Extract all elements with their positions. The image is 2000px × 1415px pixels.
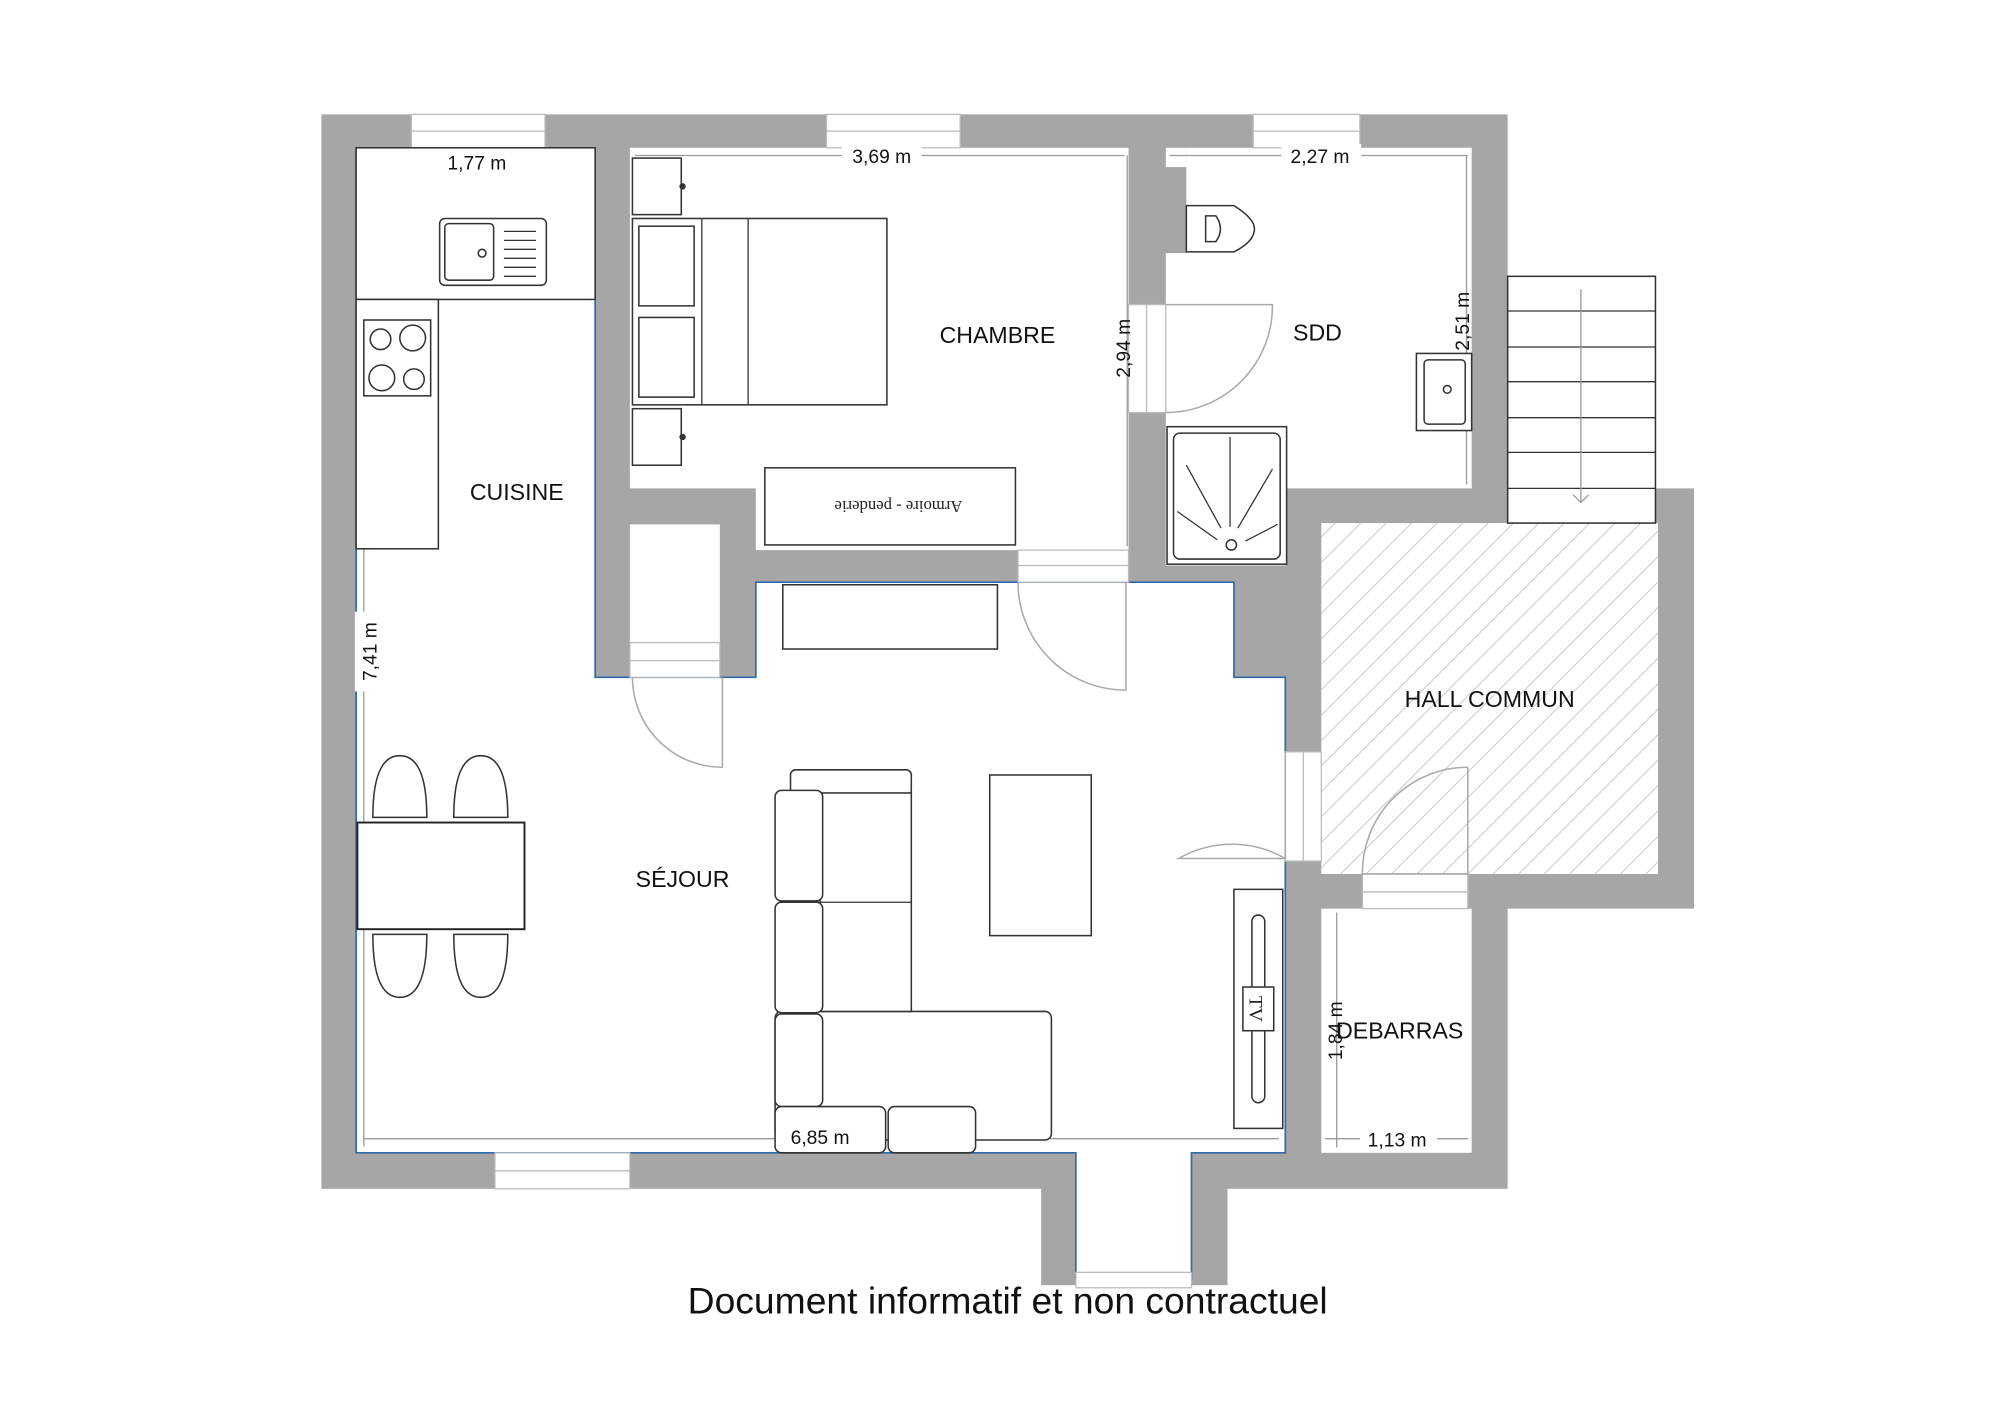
dim-chambre-height: 2,94 m — [1114, 319, 1135, 378]
disclaimer-footer: Document informatif et non contractuel — [688, 1279, 1328, 1321]
doors — [631, 303, 1469, 875]
living-furniture: TV — [774, 769, 1284, 1154]
room-label-hall: HALL COMMUN — [1405, 686, 1575, 712]
dim-debarras-height: 1,84 m — [1326, 1001, 1347, 1060]
dim-sdd-width: 2,27 m — [1291, 147, 1350, 168]
room-debarras — [1321, 908, 1472, 1153]
bathroom-fixtures — [1166, 204, 1473, 565]
dim-sejour-width: 6,85 m — [791, 1128, 850, 1149]
room-label-sdd: SDD — [1293, 320, 1342, 346]
dim-chambre-width: 3,69 m — [852, 147, 911, 168]
room-label-chambre: CHAMBRE — [940, 322, 1056, 348]
windows — [410, 113, 1469, 1289]
dim-debarras-width: 1,13 m — [1368, 1130, 1427, 1151]
tv-label: TV — [1244, 996, 1265, 1022]
dim-cuisine-width: 1,77 m — [447, 154, 506, 175]
room-label-debarras: DEBARRAS — [1336, 1017, 1463, 1043]
dim-sdd-height: 2,51 m — [1453, 292, 1474, 351]
room-label-cuisine: CUISINE — [470, 479, 564, 505]
dim-sejour-height: 7,41 m — [361, 622, 382, 681]
staircase — [1506, 275, 1657, 524]
wc-nook — [1165, 147, 1187, 168]
dining-table — [356, 754, 526, 999]
room-label-sejour: SÉJOUR — [636, 866, 730, 892]
hall-hatch — [1321, 523, 1659, 874]
wardrobe-label: Armoire - penderie — [835, 497, 963, 516]
bedroom-furniture: Armoire - penderie — [631, 157, 1017, 650]
dimension-labels: 1,77 m 3,69 m 2,27 m 2,94 m 2,51 m 7,41 … — [354, 143, 1474, 1152]
